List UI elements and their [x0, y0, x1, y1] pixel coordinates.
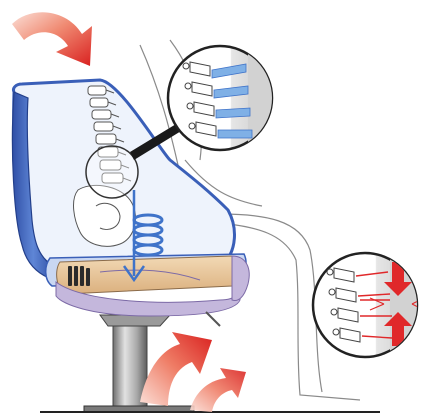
- pressure-arrow-top: [12, 12, 92, 66]
- seat-cushion: [56, 256, 249, 326]
- spine-detail-zoom-compressed: [313, 250, 424, 360]
- upward-force-arrow: [140, 332, 246, 412]
- spine-detail-zoom-healthy: [168, 46, 278, 156]
